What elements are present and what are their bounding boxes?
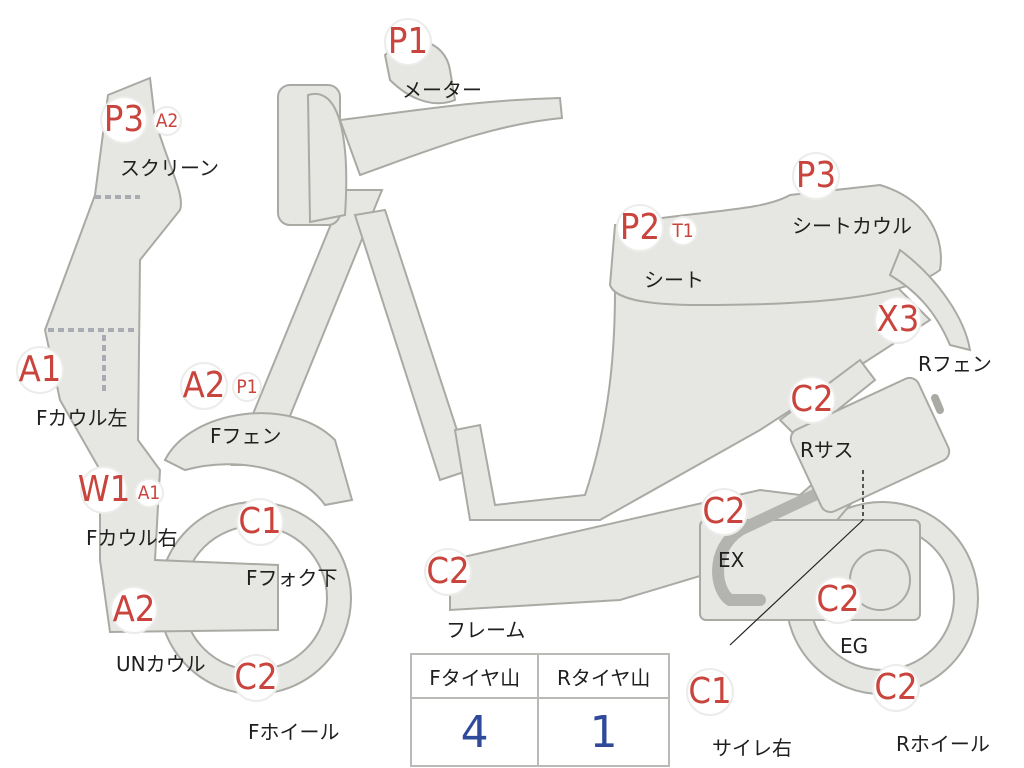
badge-c2-rsus: C2 — [788, 376, 836, 424]
badge-p3-seatcowl: P3 — [792, 152, 840, 200]
badge-p3-screen: P3 — [100, 96, 148, 144]
value-front-tread: 4 — [409, 697, 540, 767]
front-fender — [163, 412, 354, 507]
tire-tread-table: Fタイヤ山 Rタイヤ山 4 1 — [409, 653, 670, 767]
badge-a2-ffender: A2 — [180, 362, 228, 410]
handlebar — [338, 96, 564, 177]
label-side-right: サイレ右 — [712, 736, 792, 760]
seat — [608, 183, 942, 307]
headlight-lens — [306, 92, 348, 224]
label-rfender: Rフェン — [918, 352, 992, 376]
badge-a2-screen-sub: A2 — [152, 106, 182, 136]
badge-a2-uncowl: A2 — [110, 586, 158, 634]
badge-c2-ex: C2 — [700, 488, 748, 536]
label-fwheel: Fホイール — [248, 720, 340, 744]
rear-shock — [789, 376, 951, 514]
label-ffender: Fフェン — [210, 424, 282, 448]
badge-p2-seat: P2 — [616, 204, 664, 252]
frame-body — [453, 248, 932, 521]
badge-w1-fcowl-right: W1 — [78, 466, 130, 514]
badge-c1-ffork: C1 — [236, 498, 284, 546]
exhaust-pipe — [712, 484, 831, 606]
label-meter: メーター — [402, 78, 482, 102]
label-fcowl-left: Fカウル左 — [36, 406, 128, 430]
label-rsus: Rサス — [800, 438, 854, 462]
badge-c2-rwheel: C2 — [872, 664, 920, 712]
badge-x3-rfender: X3 — [874, 296, 922, 344]
badge-a1-fcowl-left: A1 — [16, 346, 64, 394]
badge-c2-eg: C2 — [814, 576, 862, 624]
label-ex: EX — [718, 548, 745, 572]
label-eg: EG — [840, 634, 869, 658]
badge-c2-frame: C2 — [424, 548, 472, 596]
frame-tube — [353, 208, 472, 482]
label-frame: フレーム — [446, 618, 526, 642]
badge-a1-fcowl-right-sub: A1 — [134, 478, 164, 508]
value-rear-tread: 1 — [537, 697, 670, 767]
label-rwheel: Rホイール — [896, 732, 990, 756]
label-fcowl-right: Fカウル右 — [86, 526, 178, 550]
rear-fender — [888, 248, 972, 352]
badge-p1-ffender-sub: P1 — [232, 372, 262, 402]
badge-p1-meter: P1 — [384, 18, 432, 66]
label-seat: シート — [644, 268, 704, 292]
badge-t1-seat-sub: T1 — [668, 216, 698, 246]
label-screen: スクリーン — [120, 156, 219, 180]
header-rear-tread: Rタイヤ山 — [537, 653, 670, 699]
badge-c1-side-right: C1 — [686, 668, 734, 716]
badge-c2-fwheel: C2 — [232, 654, 280, 702]
label-seatcowl: シートカウル — [792, 214, 912, 238]
label-ffork: Fフォク下 — [246, 566, 338, 590]
header-front-tread: Fタイヤ山 — [409, 653, 540, 699]
label-uncowl: UNカウル — [116, 652, 206, 676]
